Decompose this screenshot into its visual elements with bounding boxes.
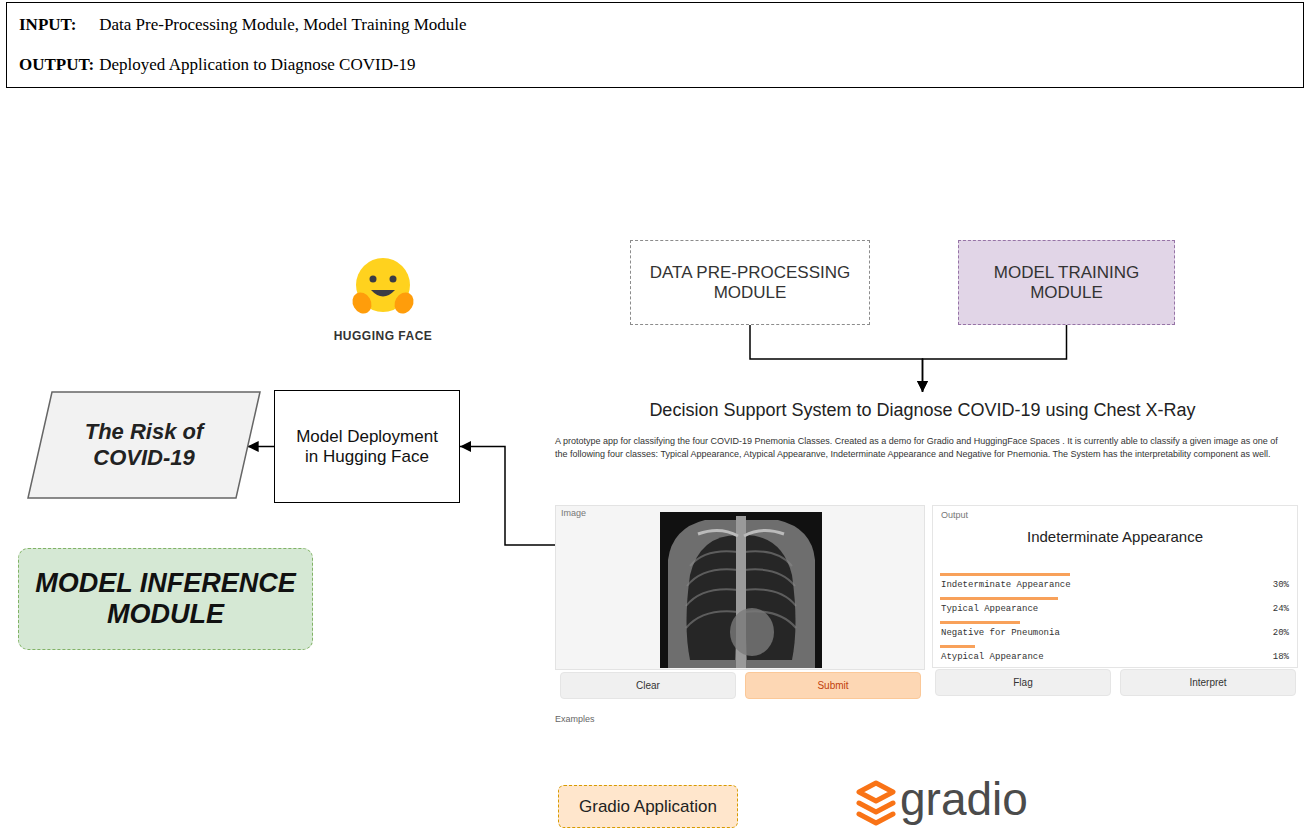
logo-text: gradio — [900, 776, 1060, 822]
node-text: A prototype app for classifying the four… — [555, 435, 1290, 461]
node-text: Atypical Appearance — [941, 652, 1273, 662]
app-screenshot: Decision Support System to Diagnose COVI… — [545, 392, 1300, 730]
node-text: Typical Appearance — [941, 604, 1273, 614]
node-text: OUTPUT: — [19, 55, 94, 75]
node-text: MODEL TRAINING MODULE — [973, 263, 1160, 303]
connector-arrow — [923, 325, 1067, 392]
node-text: Indeterminate Appearance — [941, 580, 1273, 590]
node-text: Gradio Application — [579, 797, 717, 817]
node-text: MODEL INFERENCE MODULE — [27, 568, 304, 630]
node-text: Data Pre-Processing Module, Model Traini… — [99, 15, 1291, 35]
chest-xray-image — [660, 512, 822, 668]
app-button: Submit — [745, 672, 921, 699]
process-box: Model Deployment in Hugging Face — [274, 390, 460, 503]
app-button: Flag — [935, 669, 1111, 696]
parallelogram-shape — [28, 392, 260, 498]
node-text: The Risk of COVID-19 — [58, 419, 230, 471]
app-button: Clear — [560, 672, 736, 699]
node-text: Deployed Application to Diagnose COVID-1… — [99, 55, 1291, 75]
node-text: Flag — [1013, 677, 1032, 688]
module-box: Gradio Application — [558, 785, 738, 828]
output-parallelogram: The Risk of COVID-19 — [28, 392, 260, 498]
node-text: Decision Support System to Diagnose COVI… — [649, 400, 1195, 421]
node-text: 24% — [1273, 604, 1289, 614]
node-text: Output — [941, 510, 1289, 520]
hugging-face-emoji — [349, 258, 418, 317]
panel-ground — [555, 505, 925, 670]
module-box: MODEL INFERENCE MODULE — [18, 548, 313, 650]
node-text: Interpret — [1189, 677, 1226, 688]
node-text: Image — [561, 508, 586, 518]
node-text: Indeterminate Appearance — [1027, 528, 1203, 545]
io-summary-box: INPUT:Data Pre-Processing Module, Model … — [6, 2, 1304, 88]
node-text: 20% — [1273, 628, 1289, 638]
app-button: Interpret — [1120, 669, 1296, 696]
node-text: Submit — [817, 680, 848, 691]
node-text: Clear — [636, 680, 660, 691]
node-text: DATA PRE-PROCESSING MODULE — [639, 263, 861, 303]
module-box: DATA PRE-PROCESSING MODULE — [630, 240, 870, 325]
node-text: 30% — [1273, 580, 1289, 590]
node-text: Model Deployment in Hugging Face — [289, 427, 445, 467]
module-box: MODEL TRAINING MODULE — [958, 240, 1175, 325]
image-input-panel: Image — [555, 505, 925, 670]
node-text: INPUT: — [19, 15, 94, 35]
brand-label: HUGGING FACE — [323, 329, 443, 343]
gradio-logo-icon — [859, 783, 893, 823]
node-text: Negative for Pneumonia — [941, 628, 1273, 638]
node-text: Examples — [555, 714, 595, 724]
output-panel: OutputIndeterminate AppearanceIndetermin… — [932, 505, 1298, 668]
connector-arrow — [750, 325, 923, 392]
connector-arrow — [460, 447, 555, 546]
connector-arrow — [248, 446, 274, 448]
node-text: 18% — [1273, 652, 1289, 662]
